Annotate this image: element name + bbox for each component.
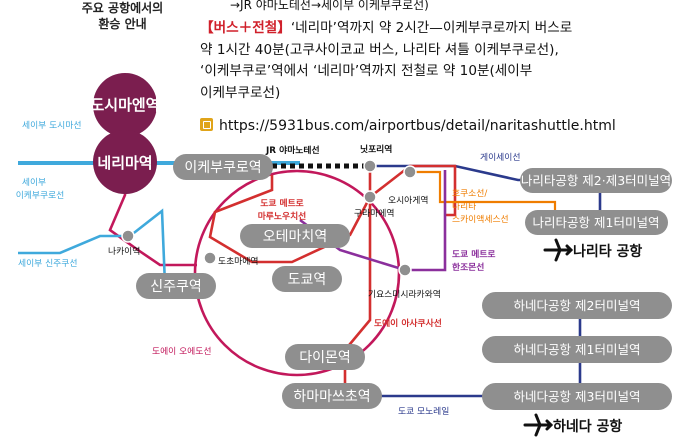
kuramae-label: 구라마에역 [354,208,394,219]
asakusa-label: 도에이 아사쿠사선 [374,317,442,329]
hanzomon-line [299,170,447,272]
toshimaen-station-label: 도시마엔역 [90,96,159,114]
external-link-icon [200,118,213,131]
keisei-label: 게이세이선 [480,152,520,163]
hokuso-label-1: 호쿠소선/ [452,188,487,199]
oshiage-station-dot [403,165,417,179]
asakusa-north-line [369,164,457,217]
section-heading: 주요 공항에서의 환승 안내 [60,0,185,32]
heading-line-1: 주요 공항에서의 [81,1,164,15]
tochomae-label: 도초마에역 [218,256,258,267]
oshiage-label: 오시아게역 [388,195,428,206]
haneda-t2-station [482,292,672,319]
narita-plane-icon [543,238,574,262]
info-line-3: ‘이케부쿠로’역에서 ‘네리마’역까지 전철로 약 10분(세이부 [200,63,533,79]
bus-rail-label: 【버스＋전철】 [200,20,291,36]
nakai-label: 나카이역 [108,246,140,257]
seibu-shinjuku-label: 세이부 신주쿠선 [18,258,77,269]
nerima-station [93,130,157,194]
narita-airport-label: 나리타 공항 [573,243,642,260]
heading-line-2: 환승 안내 [98,17,147,31]
seibu-ikebukuro-label-1: 세이부 [22,177,46,188]
haneda-t2-station-label: 하네다공항 제2터미널역 [514,298,641,313]
haneda-plane-icon [523,413,554,437]
haneda-t1-station-label: 하네다공항 제1터미널역 [514,342,641,357]
nippori-station-dot [363,159,377,173]
ikebukuro-station-label: 이케부쿠로역 [184,160,261,176]
url-row[interactable]: https://5931bus.com/airportbus/detail/na… [200,118,616,134]
narita-t1-station [525,210,668,235]
hamamatsucho-station [282,383,382,409]
info-line-1: 【버스＋전철】‘네리마’역까지 약 2시간—이케부쿠로까지 버스로 [200,18,676,40]
tokyo-station [272,266,342,292]
daimon-station [285,344,365,370]
nippori-label: 닛포리역 [360,143,392,155]
ikebukuro-station [173,154,273,180]
kuramae-station-dot [363,190,377,204]
hokuso-line [410,170,557,222]
hanzomon-label-1: 도쿄 메트로 [452,248,496,260]
seibu-toshima-label: 세이부 도시마선 [22,120,81,131]
daimon-station-label: 다이몬역 [299,350,351,366]
hokuso-label-3: 스카이액세스선 [452,213,509,225]
seibu-ikebukuro-label-2: 이케부쿠로선 [16,190,65,201]
otemachi-station [240,224,350,248]
info-line-1-text: ‘네리마’역까지 약 2시간—이케부쿠로까지 버스로 [290,20,573,36]
marunouchi-line [208,166,372,264]
haneda-t3-station-label: 하네다공항 제3터미널역 [514,389,641,404]
nakai-station-dot [121,229,135,243]
otemachi-station-label: 오테마치역 [263,229,327,245]
route-description-fragment: →JR 야마노테선→세이부 이케부쿠로선) [230,0,429,12]
kiyosumi-station-dot [398,263,412,277]
tokyo-station-label: 도쿄역 [288,272,327,288]
toshimaen-station [93,73,157,137]
shuttle-url-link[interactable]: https://5931bus.com/airportbus/detail/na… [219,118,616,134]
kiyosumi-label: 기요스미시라카와역 [368,288,441,300]
narita-t23-station-label: 나리타공항 제2·제3터미널역 [521,173,671,188]
info-line-4: 이케부쿠로선) [200,84,281,101]
jr-yamanote-label: JR 야마노테선 [265,144,320,156]
monorail-label: 도쿄 모노레일 [398,406,449,417]
haneda-t3-station [482,383,672,410]
narita-t1-station-label: 나리타공항 제1터미널역 [533,215,660,230]
marunouchi-label-1: 도쿄 메트로 [260,197,304,209]
oedo-label: 도에이 오에도선 [152,346,211,357]
narita-t23-station [520,168,672,193]
hamamatsucho-station-label: 하마마쓰초역 [293,389,370,405]
shinjuku-station-label: 신주쿠역 [150,279,202,295]
shinjuku-station [136,273,216,299]
hokuso-label-2: 나리타 [452,201,476,212]
hanzomon-label-2: 한조몬선 [452,261,484,273]
nerima-station-label: 네리마역 [97,154,152,172]
route-info: 【버스＋전철】‘네리마’역까지 약 2시간—이케부쿠로까지 버스로 약 1시간 … [200,18,676,104]
haneda-t1-station [482,336,672,363]
info-line-2: 약 1시간 40분(고쿠사이코교 버스, 나리타 셔틀 이케부쿠로선), [200,41,559,58]
marunouchi-label-2: 마루노우치선 [258,210,307,222]
seibu-shinjuku-line [18,208,167,286]
haneda-airport-label: 하네다 공항 [553,418,622,435]
tochomae-station-dot [203,251,217,265]
